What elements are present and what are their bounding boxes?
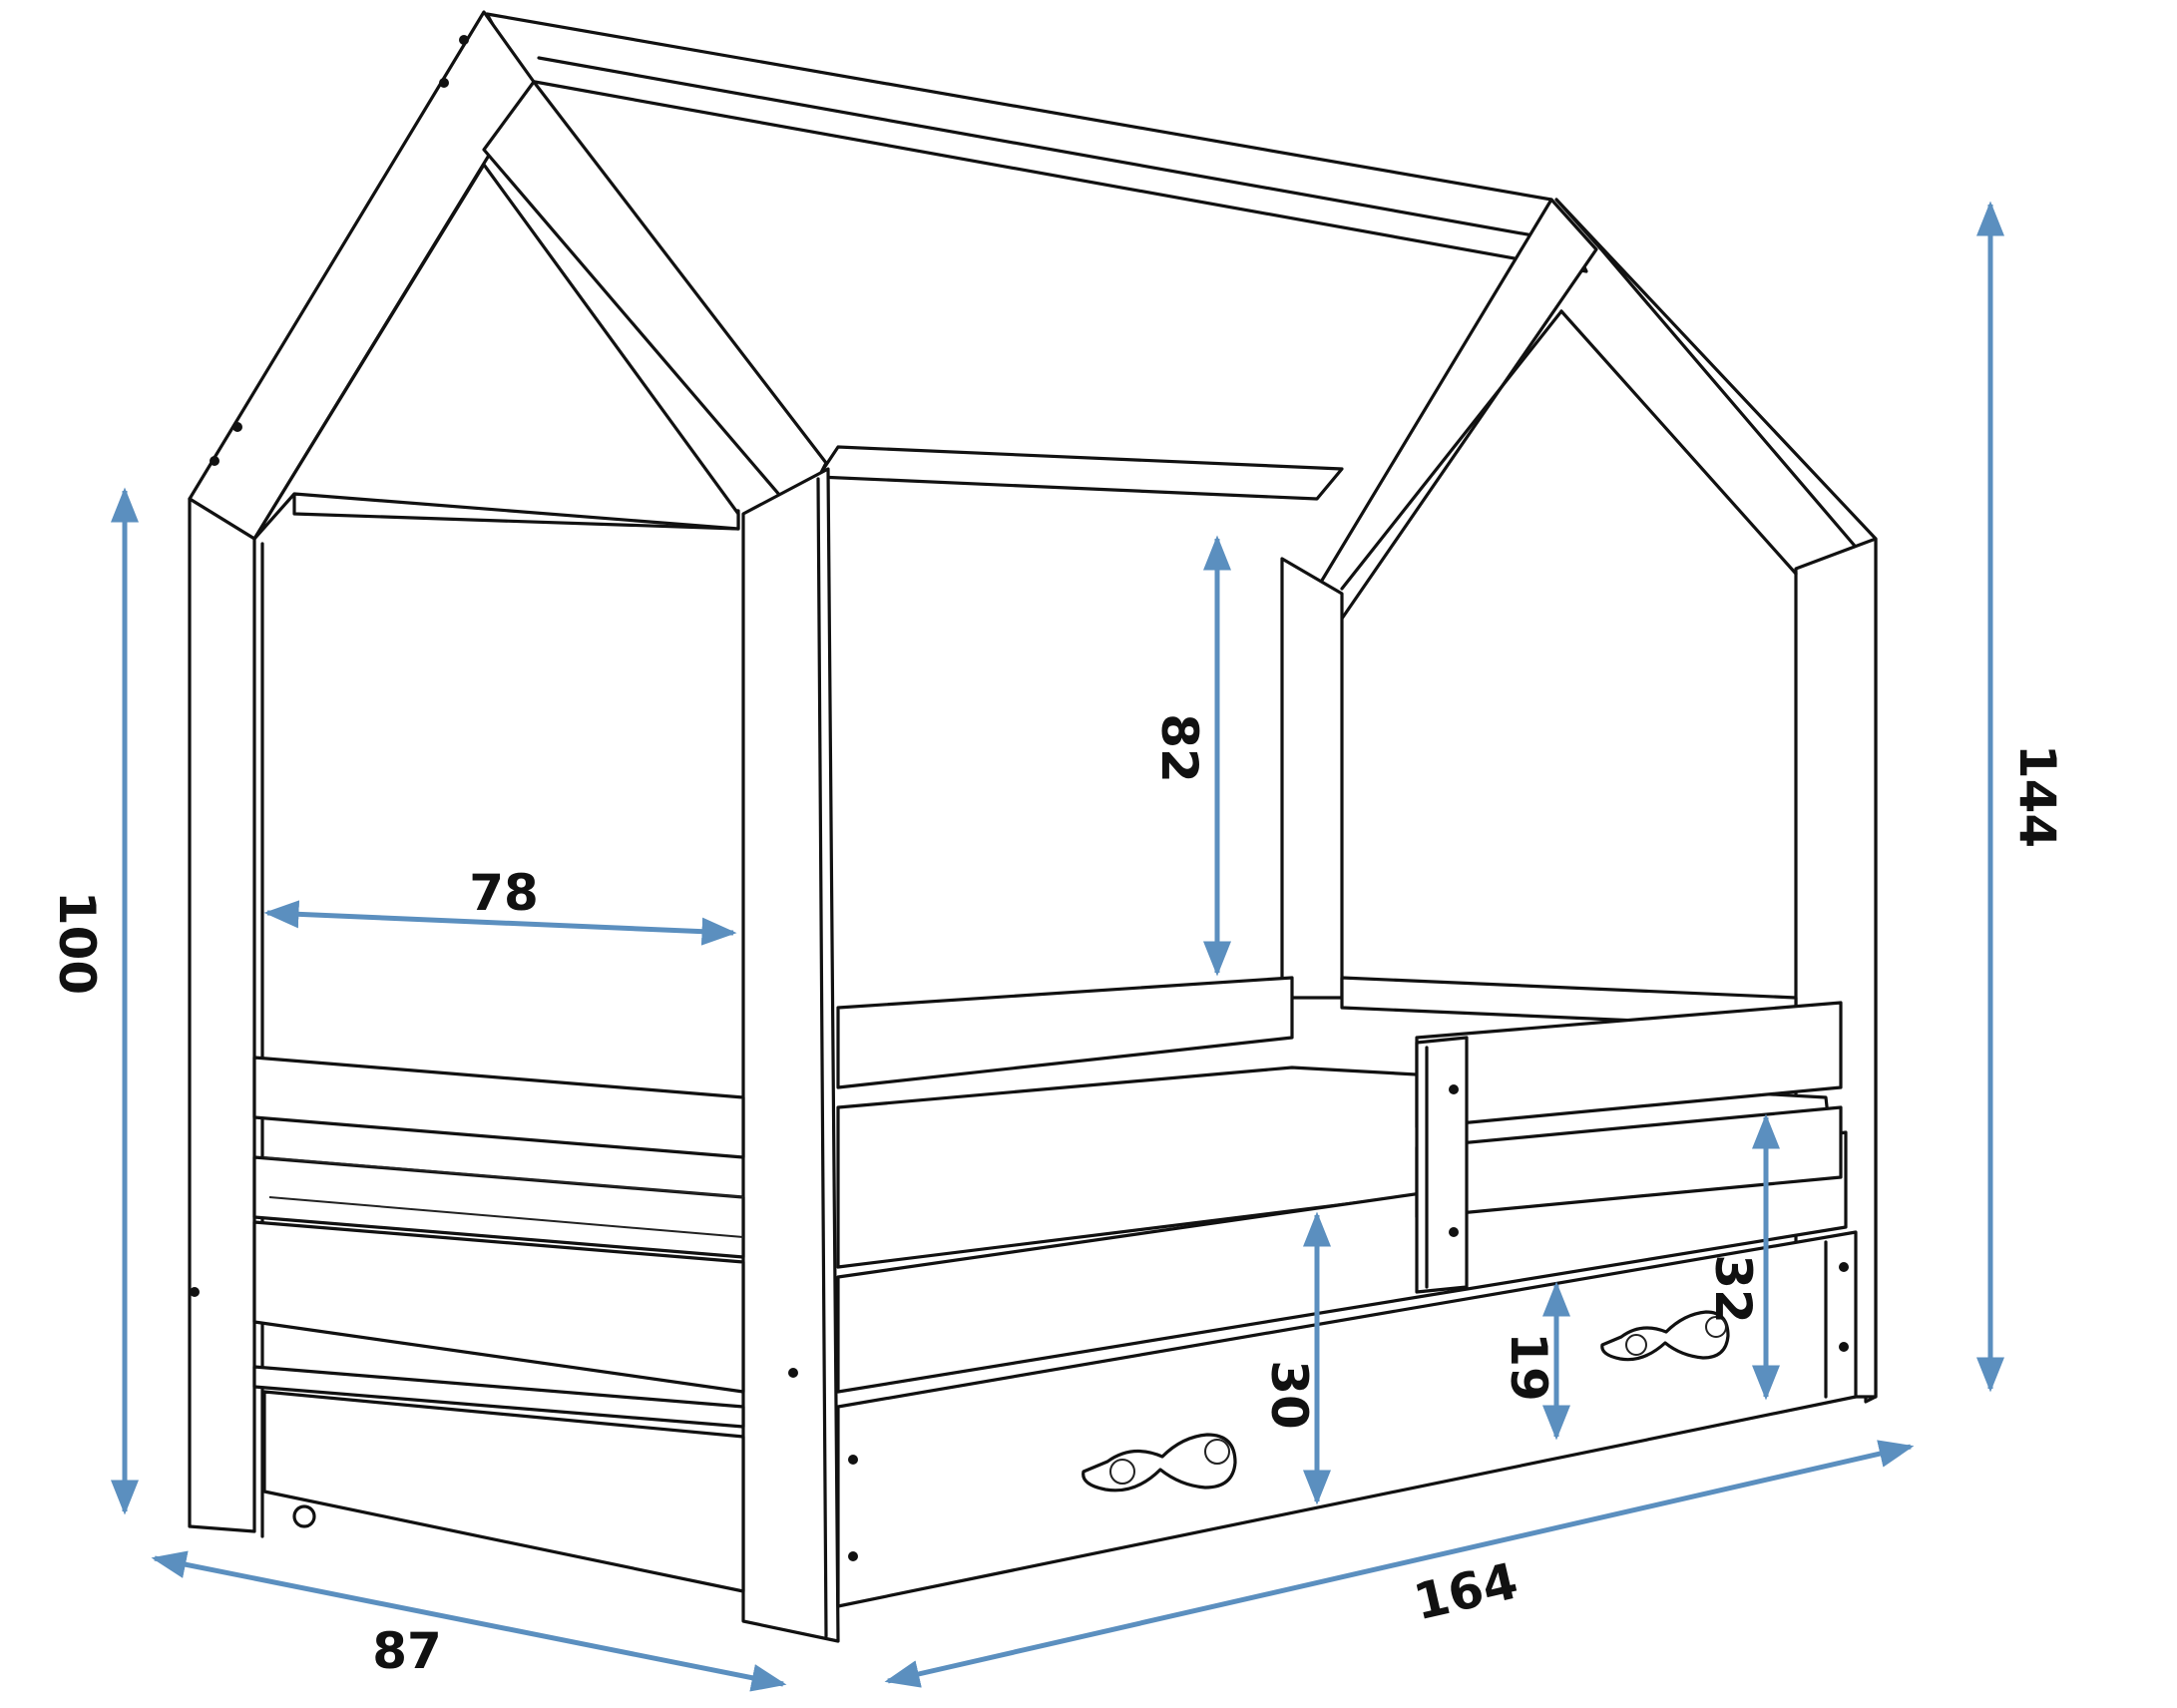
label-side-height: 100 xyxy=(48,891,106,995)
bolts xyxy=(190,35,1849,1561)
front-inner-roof xyxy=(252,163,740,541)
dimension-arrows xyxy=(111,201,2004,1692)
dim-arrow-78 xyxy=(263,900,737,946)
label-bed-width: 87 xyxy=(372,1622,442,1680)
label-drawer-height: 19 xyxy=(1500,1332,1557,1402)
dimension-labels: 144 100 78 82 30 19 32 87 164 xyxy=(48,713,2066,1680)
label-base-height: 30 xyxy=(1260,1360,1318,1430)
label-inner-width: 78 xyxy=(469,864,539,922)
ridge-beam xyxy=(485,12,1588,273)
label-barrier-height: 32 xyxy=(1704,1254,1762,1324)
front-end-rails xyxy=(252,1056,745,1593)
middle-beam xyxy=(816,445,1344,501)
dim-arrow-164 xyxy=(884,1440,1915,1688)
back-post-left xyxy=(1280,557,1344,1000)
back-roof-left xyxy=(1315,198,1598,621)
label-bed-length: 164 xyxy=(1409,1551,1524,1631)
label-overall-height: 144 xyxy=(2008,744,2066,848)
drawer-handle-right xyxy=(1600,1310,1730,1362)
caster-wheel xyxy=(292,1504,316,1528)
front-rail-4 xyxy=(252,1365,745,1429)
label-roof-clearance: 82 xyxy=(1150,713,1208,783)
front-rail-1 xyxy=(252,1056,745,1159)
barrier-post xyxy=(1415,1036,1469,1294)
front-rail-3 xyxy=(252,1220,745,1394)
back-top-rail xyxy=(836,976,1294,1089)
dim-arrow-87 xyxy=(151,1550,787,1692)
front-post-left xyxy=(188,497,256,1533)
house-frame xyxy=(188,10,1878,1643)
